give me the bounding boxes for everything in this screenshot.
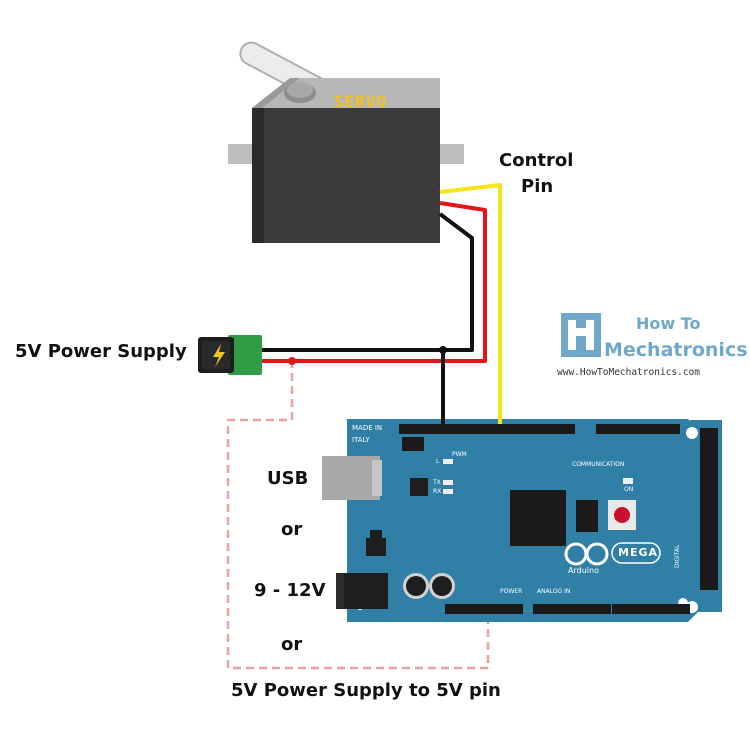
servo-motor (228, 41, 464, 243)
board-pwm: PWM (452, 451, 467, 458)
arduino-mega-board (322, 419, 722, 622)
board-made-in: MADE IN (352, 424, 383, 432)
board-rx: RX (433, 488, 442, 495)
power-wire (262, 201, 487, 363)
control-pin-label-line2: Pin (521, 176, 554, 197)
or-label-1: or (281, 519, 303, 540)
voltage-label: 9 - 12V (254, 580, 326, 601)
board-on: ON (624, 486, 634, 493)
control-pin-label-line1: Control (499, 150, 574, 171)
arduino-logo (564, 542, 609, 566)
board-l: L (436, 458, 440, 465)
board-arduino: Arduino (568, 566, 599, 575)
wires (262, 183, 502, 424)
brand-line2: Mechatronics (604, 339, 748, 361)
board-analog-in: ANALOG IN (537, 588, 571, 595)
board-power: POWER (500, 588, 523, 595)
brand-line1: How To (636, 314, 701, 333)
or-label-2: or (281, 634, 303, 655)
board-mega: MEGA (618, 546, 659, 559)
board-digital: DIGITAL (674, 544, 681, 568)
power-supply-label: 5V Power Supply (15, 341, 187, 362)
signal-wire (439, 183, 502, 424)
board-italy: ITALY (352, 436, 370, 444)
board-communication: COMMUNICATION (572, 461, 625, 468)
board-tx: TX (433, 479, 441, 486)
ground-wire (262, 212, 474, 352)
brand-url: www.HowToMechatronics.com (557, 367, 700, 378)
power-jack (198, 335, 262, 375)
bottom-caption: 5V Power Supply to 5V pin (231, 680, 501, 701)
lightning-icon (213, 344, 225, 367)
mechatronics-logo-icon (561, 313, 601, 357)
usb-label: USB (267, 468, 309, 489)
dashed-5v-line (226, 360, 490, 670)
servo-label: SERVO (334, 92, 388, 111)
